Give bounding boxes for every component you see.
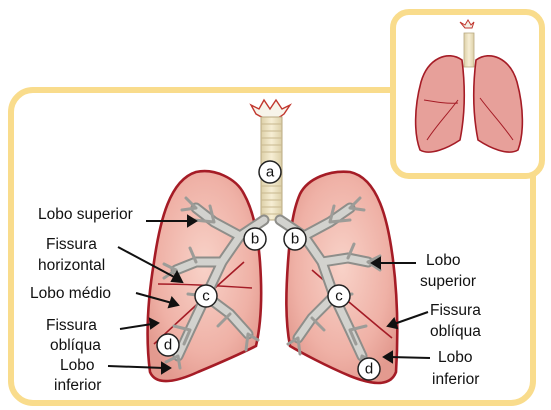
label-fissura-obliqua-left-line1: Fissura — [46, 317, 97, 334]
badge-trachea: a — [259, 161, 281, 183]
label-lobo-superior-right-line1: Lobo — [426, 252, 460, 269]
label-lobo-inferior-right-line2: inferior — [432, 371, 479, 388]
label-fissura-obliqua-right-line2: oblíqua — [430, 323, 481, 340]
svg-text:d: d — [365, 361, 373, 378]
badge-main-bronchus-right: b — [284, 228, 306, 250]
badge-segmental-bronchus-right: d — [358, 358, 380, 380]
svg-text:b: b — [251, 231, 259, 248]
label-lobo-inferior-right-line1: Lobo — [438, 349, 472, 366]
svg-text:a: a — [266, 164, 275, 181]
svg-text:b: b — [291, 231, 299, 248]
label-fissura-obliqua-right-line1: Fissura — [430, 302, 481, 319]
label-lobo-inferior-left-line1: Lobo — [60, 357, 94, 374]
lung-right-view — [286, 172, 397, 383]
badge-lobar-bronchus-right: c — [328, 285, 350, 307]
svg-text:d: d — [164, 337, 172, 354]
badge-lobar-bronchus-left: c — [195, 285, 217, 307]
label-lobo-inferior-left-line2: inferior — [54, 377, 101, 394]
label-fissura-obliqua-left-line2: oblíqua — [50, 337, 101, 354]
label-lobo-superior-left: Lobo superior — [38, 206, 133, 223]
label-fissura-horizontal-line1: Fissura — [46, 236, 97, 253]
badge-segmental-bronchus-left: d — [157, 334, 179, 356]
svg-text:c: c — [335, 288, 343, 305]
badge-main-bronchus-left: b — [244, 228, 266, 250]
label-fissura-horizontal-line2: horizontal — [38, 257, 105, 274]
svg-text:c: c — [202, 288, 210, 305]
label-lobo-medio: Lobo médio — [30, 285, 111, 302]
label-lobo-superior-right-line2: superior — [420, 273, 476, 290]
